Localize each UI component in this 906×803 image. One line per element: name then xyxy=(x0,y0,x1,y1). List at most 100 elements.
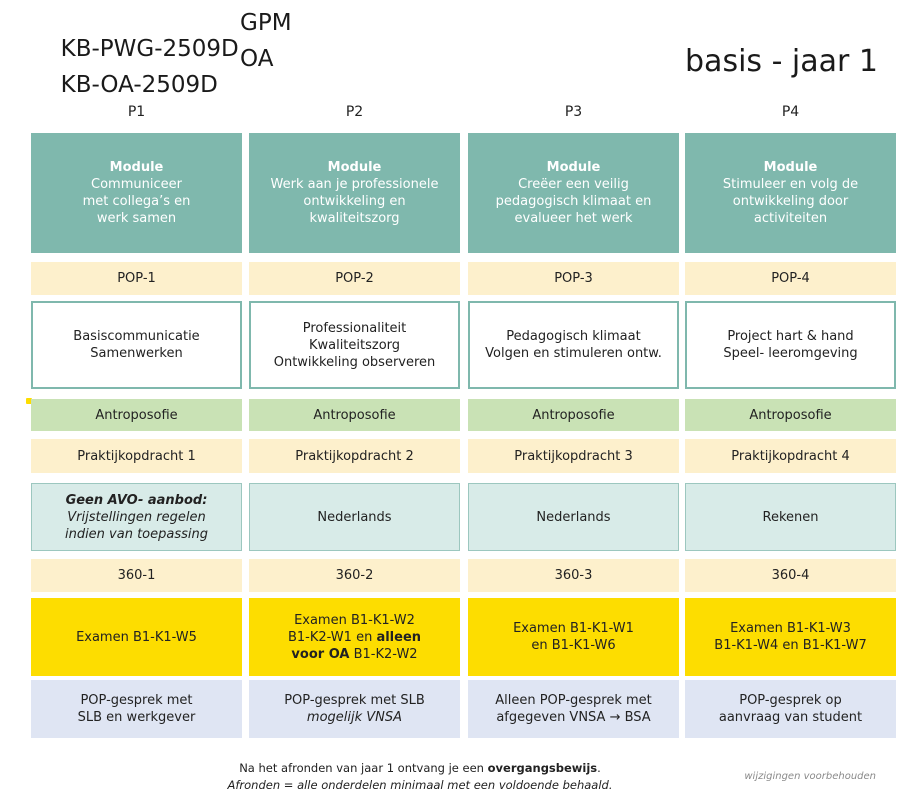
module-text: activiteiten xyxy=(753,211,828,226)
decorative-marker xyxy=(26,398,32,404)
pop-gesprek-cell: POP-gesprek met SLB mogelijk VNSA xyxy=(249,680,460,738)
topic-text: Basiscommunicatie xyxy=(73,329,200,344)
exam-text-line2: B1-K2-W1 en alleen xyxy=(288,629,421,646)
subject-cell: Rekenen xyxy=(685,483,896,551)
pop-gesprek-cell: POP-gesprek met SLB en werkgever xyxy=(31,680,242,738)
topic-text: Pedagogisch klimaat xyxy=(506,329,641,344)
footer-line2: Afronden = alle onderdelen minimaal met … xyxy=(227,778,613,792)
subject-text: Vrijstellingen regelen xyxy=(67,509,206,525)
module-text: evalueer het werk xyxy=(514,211,633,226)
period-label-p2: P2 xyxy=(345,104,364,120)
course-code-gpm: KB-PWG-2509D GPM xyxy=(46,10,292,88)
module-card: Module Stimuleer en volg de ontwikkeling… xyxy=(685,133,896,253)
exam-text: Examen B1-K1-W2 xyxy=(294,612,415,628)
module-text: werk samen xyxy=(96,211,177,226)
exam-emphasis: voor OA xyxy=(291,646,350,662)
exam-cell: Examen B1-K1-W3 B1-K1-W4 en B1-K1-W7 xyxy=(685,598,896,676)
level-title: basis - jaar 1 xyxy=(685,44,878,79)
pop-gesprek-cell: POP-gesprek op aanvraag van student xyxy=(685,680,896,738)
exam-text: Examen B1-K1-W5 xyxy=(76,629,197,645)
feedback-360-cell: 360-3 xyxy=(468,559,679,592)
footer-text-start: Na het afronden van jaar 1 ontvang je ee… xyxy=(239,761,484,775)
exam-text: B1-K1-W4 en B1-K1-W7 xyxy=(714,638,867,653)
module-text: kwaliteitszorg xyxy=(309,211,400,226)
disclaimer-note: wijzigingen voorbehouden xyxy=(744,771,876,782)
gesprek-text: SLB en werkgever xyxy=(77,710,196,725)
period-label-p4: P4 xyxy=(781,104,800,120)
course-label: OA xyxy=(240,46,274,72)
footer-text: Na het afronden van jaar 1 ontvang je ee… xyxy=(0,760,840,794)
module-text: Creëer een veilig xyxy=(518,177,629,192)
topics-cell: Basiscommunicatie Samenwerken xyxy=(31,301,242,389)
topic-text: Professionaliteit xyxy=(302,320,407,336)
topic-text: Kwaliteitszorg xyxy=(308,337,401,353)
period-column-p3: Module Creëer een veilig pedagogisch kli… xyxy=(468,133,679,739)
gesprek-text: aanvraag van student xyxy=(718,710,863,725)
topic-text: Ontwikkeling observeren xyxy=(273,354,436,370)
exam-cell: Examen B1-K1-W5 xyxy=(31,598,242,676)
footer-line1: Na het afronden van jaar 1 ontvang je ee… xyxy=(0,760,840,777)
exam-text: B1-K2-W1 en xyxy=(287,629,373,645)
exam-cell: Examen B1-K1-W1 en B1-K1-W6 xyxy=(468,598,679,676)
exam-text: en B1-K1-W6 xyxy=(531,638,616,653)
subject-text: indien van toepassing xyxy=(64,526,209,542)
period-column-p2: Module Werk aan je professionele ontwikk… xyxy=(249,133,460,739)
period-column-p1: Module Communiceer met collega’s en werk… xyxy=(31,133,242,739)
module-text: Communiceer xyxy=(91,177,182,192)
topic-text: Speel- leeromgeving xyxy=(723,346,858,361)
footer-emphasis: overgangsbewijs xyxy=(487,761,598,775)
praktijkopdracht-cell: Praktijkopdracht 4 xyxy=(685,439,896,473)
subject-heading: Geen AVO- aanbod: xyxy=(65,492,208,508)
gesprek-text: POP-gesprek op xyxy=(739,693,842,708)
module-title: Module xyxy=(546,160,601,175)
antroposofie-cell: Antroposofie xyxy=(249,399,460,431)
module-text: met collega’s en xyxy=(82,194,191,209)
gesprek-text: afgegeven VNSA → BSA xyxy=(496,710,651,725)
antroposofie-cell: Antroposofie xyxy=(468,399,679,431)
period-label-p1: P1 xyxy=(127,104,146,120)
module-text: ontwikkeling door xyxy=(732,194,849,209)
module-card: Module Werk aan je professionele ontwikk… xyxy=(249,133,460,253)
antroposofie-cell: Antroposofie xyxy=(685,399,896,431)
module-text: ontwikkeling en xyxy=(303,194,406,209)
pop-gesprek-cell: Alleen POP-gesprek met afgegeven VNSA → … xyxy=(468,680,679,738)
exam-emphasis: alleen xyxy=(376,629,422,645)
period-label-p3: P3 xyxy=(564,104,583,120)
period-header-row: P1 P2 P3 P4 xyxy=(31,104,896,124)
module-title: Module xyxy=(763,160,818,175)
topic-text: Samenwerken xyxy=(90,346,183,361)
footer-text-end: . xyxy=(597,761,601,775)
course-label: GPM xyxy=(240,10,292,36)
subject-cell: Nederlands xyxy=(249,483,460,551)
exam-text: Examen B1-K1-W3 xyxy=(730,621,851,636)
feedback-360-cell: 360-2 xyxy=(249,559,460,592)
topics-cell: Pedagogisch klimaat Volgen en stimuleren… xyxy=(468,301,679,389)
topics-cell: Project hart & hand Speel- leeromgeving xyxy=(685,301,896,389)
subject-cell: Nederlands xyxy=(468,483,679,551)
pop-cell: POP-3 xyxy=(468,262,679,295)
topics-cell: Professionaliteit Kwaliteitszorg Ontwikk… xyxy=(249,301,460,389)
topic-text: Volgen en stimuleren ontw. xyxy=(485,346,662,361)
module-text: Werk aan je professionele xyxy=(270,177,439,192)
course-code: KB-PWG-2509D xyxy=(60,36,239,62)
exam-text-line3: voor OA B1-K2-W2 xyxy=(291,646,417,663)
feedback-360-cell: 360-4 xyxy=(685,559,896,592)
exam-text: B1-K2-W2 xyxy=(353,646,418,662)
pop-cell: POP-4 xyxy=(685,262,896,295)
subject-cell: Geen AVO- aanbod: Vrijstellingen regelen… xyxy=(31,483,242,551)
module-card: Module Creëer een veilig pedagogisch kli… xyxy=(468,133,679,253)
exam-cell: Examen B1-K1-W2 B1-K2-W1 en alleen voor … xyxy=(249,598,460,676)
module-card: Module Communiceer met collega’s en werk… xyxy=(31,133,242,253)
gesprek-italic-text: mogelijk VNSA xyxy=(306,710,403,725)
period-column-p4: Module Stimuleer en volg de ontwikkeling… xyxy=(685,133,896,739)
module-title: Module xyxy=(109,160,164,175)
exam-text: Examen B1-K1-W1 xyxy=(513,621,634,636)
course-code-oa: KB-OA-2509D OA xyxy=(46,46,274,124)
pop-cell: POP-1 xyxy=(31,262,242,295)
antroposofie-cell: Antroposofie xyxy=(31,399,242,431)
gesprek-text: Alleen POP-gesprek met xyxy=(495,693,652,708)
pop-cell: POP-2 xyxy=(249,262,460,295)
course-code: KB-OA-2509D xyxy=(60,72,218,98)
praktijkopdracht-cell: Praktijkopdracht 3 xyxy=(468,439,679,473)
module-text: Stimuleer en volg de xyxy=(722,177,859,192)
